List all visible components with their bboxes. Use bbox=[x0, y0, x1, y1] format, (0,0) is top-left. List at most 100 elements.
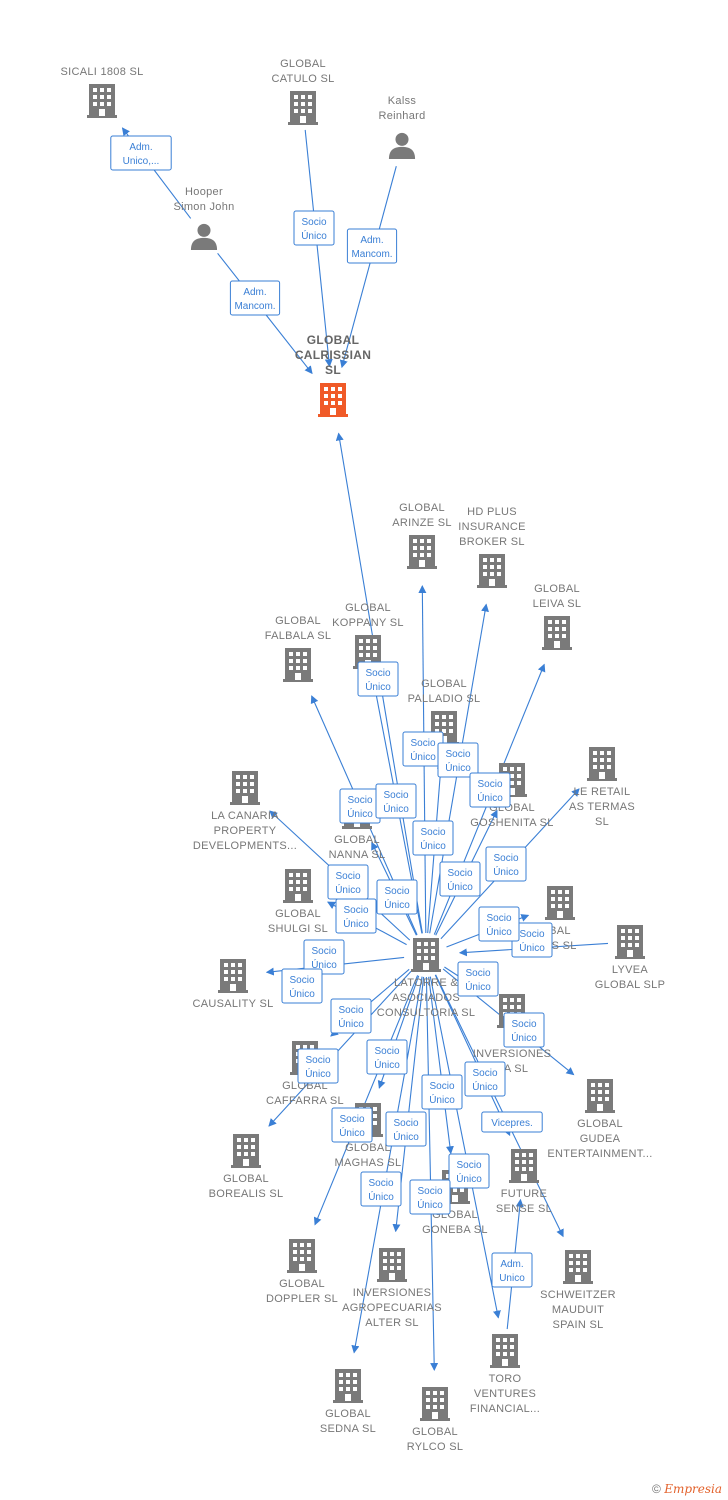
node-label: CAFFARRA SL bbox=[266, 1095, 344, 1107]
relation-label[interactable]: Vicepres. bbox=[481, 1111, 543, 1133]
node-causality[interactable]: CAUSALITY SL bbox=[192, 959, 273, 1010]
edge-latorre-to-future bbox=[434, 974, 511, 1137]
edge-latorre-to-rylco bbox=[425, 976, 439, 1371]
node-label: GOSHENITA SL bbox=[470, 817, 553, 829]
node-label: SPAIN SL bbox=[552, 1319, 603, 1331]
relation-label-text: Único bbox=[456, 1172, 482, 1185]
node-label: INVERSIONES bbox=[353, 1287, 432, 1299]
node-label: SEDNA SL bbox=[320, 1423, 376, 1435]
company-building-icon bbox=[545, 886, 575, 920]
relation-label-text: Único bbox=[511, 1031, 537, 1044]
node-label: BAL bbox=[549, 925, 571, 937]
company-building-icon bbox=[585, 1079, 615, 1113]
edge-latorre-to-toro bbox=[429, 976, 501, 1319]
company-building-icon bbox=[563, 1250, 593, 1284]
node-lacanaria[interactable]: LA CANARIAPROPERTYDEVELOPMENTS... bbox=[193, 771, 297, 852]
relation-label[interactable]: Adm.Unico bbox=[491, 1252, 533, 1288]
relation-label-text: Único bbox=[393, 1130, 419, 1143]
relation-label-text: Adm. bbox=[360, 235, 383, 246]
node-label: GLOBAL bbox=[223, 1173, 269, 1185]
relation-label-text: Socio bbox=[465, 968, 490, 979]
relation-label[interactable]: Adm.Mancom. bbox=[229, 280, 281, 316]
relation-label-text: Único bbox=[465, 980, 491, 993]
relation-label[interactable]: Adm.Mancom. bbox=[346, 228, 398, 264]
node-label: MAGHAS SL bbox=[335, 1157, 402, 1169]
node-label: SHULGI SL bbox=[268, 923, 328, 935]
node-label: TORO bbox=[489, 1373, 522, 1385]
node-label: CALRISSIAN bbox=[295, 348, 371, 362]
relation-label-text: Único bbox=[338, 1017, 364, 1030]
node-label: SL bbox=[595, 816, 609, 828]
person-icon bbox=[190, 223, 218, 250]
relation-label[interactable]: Adm.Unico,... bbox=[110, 135, 172, 171]
node-gudea[interactable]: GLOBALGUDEAENTERTAINMENT... bbox=[547, 1079, 652, 1160]
company-building-icon bbox=[411, 938, 441, 972]
relation-label-text: Socio bbox=[472, 1068, 497, 1079]
node-label: GLOBAL bbox=[577, 1118, 623, 1130]
footer-brand[interactable]: © Empresia bbox=[652, 1482, 722, 1496]
relation-label-text: Único bbox=[368, 1190, 394, 1203]
node-label: NANNA SL bbox=[329, 849, 386, 861]
relation-label-text: Único bbox=[374, 1058, 400, 1071]
person-icon bbox=[388, 132, 416, 159]
node-sicali[interactable]: SICALI 1808 SL bbox=[60, 66, 143, 118]
node-label: ASOCIADOS bbox=[392, 992, 460, 1004]
node-label: LYVEA bbox=[612, 964, 649, 976]
node-toro[interactable]: TOROVENTURESFINANCIAL... bbox=[470, 1334, 540, 1415]
